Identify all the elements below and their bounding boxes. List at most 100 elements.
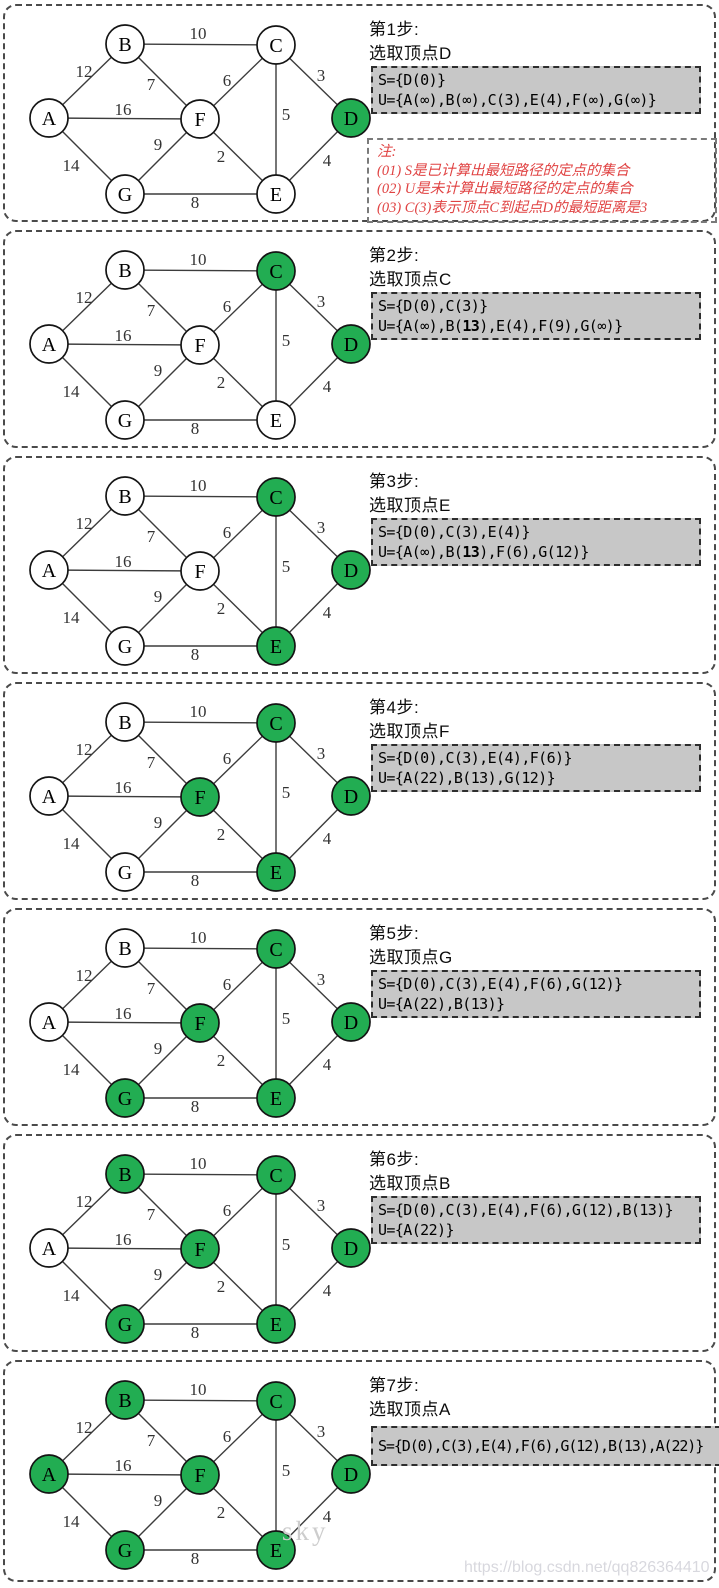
edge-weight-A-F: 16 (115, 1230, 132, 1249)
edge-weight-C-E: 5 (282, 1009, 291, 1028)
edge-weight-C-D: 3 (317, 744, 326, 763)
u-set-bold-value: 13 (462, 317, 480, 335)
vertex-label-A: A (42, 560, 57, 582)
edge-weight-A-F: 16 (115, 100, 132, 119)
vertex-label-B: B (118, 260, 131, 282)
vertex-label-B: B (118, 1390, 131, 1412)
vertex-label-A: A (42, 1464, 57, 1486)
vertex-label-D: D (344, 786, 358, 808)
edge-weight-E-G: 8 (191, 871, 200, 890)
vertex-G (105, 1078, 145, 1118)
vertex-D (331, 1228, 371, 1268)
vertex-label-F: F (194, 1013, 205, 1035)
vertex-C (256, 25, 296, 65)
vertex-label-C: C (269, 261, 282, 283)
vertex-label-E: E (270, 184, 282, 206)
edge-A-F (48, 343, 201, 346)
edge-weight-C-D: 3 (317, 1422, 326, 1441)
edge-weight-E-G: 8 (191, 193, 200, 212)
vertex-label-G: G (118, 410, 132, 432)
edge-weight-E-F: 2 (217, 1503, 226, 1522)
vertex-D (331, 1002, 371, 1042)
edge-weight-B-F: 7 (147, 75, 156, 94)
edge-weight-F-G: 9 (154, 135, 163, 154)
edge-weight-B-C: 10 (190, 476, 207, 495)
vertex-label-G: G (118, 862, 132, 884)
vertex-label-E: E (270, 1088, 282, 1110)
vertex-label-G: G (118, 1088, 132, 1110)
u-set-line: U={A(∞),B(13),E(4),F(9),G(∞)} (378, 316, 694, 336)
s-set-line: S={D(0),C(3),E(4)} (378, 523, 530, 541)
vertex-label-F: F (194, 335, 205, 357)
vertex-C (256, 251, 296, 291)
edge-weight-A-G: 14 (63, 608, 81, 627)
edge-weight-E-G: 8 (191, 419, 200, 438)
edge-weight-D-E: 4 (323, 603, 332, 622)
note-line-2: (02) U是未计算出最短路径的定点的集合 (377, 181, 633, 197)
edge-weight-D-E: 4 (323, 1507, 332, 1526)
edge-weight-A-B: 12 (76, 62, 93, 81)
vertex-E (256, 1530, 296, 1570)
note-line-3: (03) C(3)表示顶点C到起点D的最短距离是3 (377, 199, 648, 216)
vertex-label-E: E (270, 410, 282, 432)
vertex-label-D: D (344, 1012, 358, 1034)
edge-A-F (48, 795, 201, 798)
edge-weight-C-F: 6 (223, 1201, 232, 1220)
edge-weight-C-D: 3 (317, 970, 326, 989)
vertex-label-F: F (194, 1239, 205, 1261)
vertex-label-B: B (118, 34, 131, 56)
vertex-label-G: G (118, 184, 132, 206)
vertex-label-E: E (270, 1540, 282, 1562)
edge-weight-A-G: 14 (63, 156, 81, 175)
vertex-B (105, 1380, 145, 1420)
step-number: 第5步: (369, 924, 420, 943)
vertex-label-D: D (344, 334, 358, 356)
set-box: S={D(0),C(3),E(4),F(6)} U={A(22),B(13),G… (371, 744, 701, 792)
vertex-label-B: B (118, 486, 131, 508)
edge-weight-A-G: 14 (63, 834, 81, 853)
set-box: S={D(0),C(3),E(4)} U={A(∞),B(13),F(6),G(… (371, 518, 701, 566)
edge-weight-C-F: 6 (223, 523, 232, 542)
step-header: 第6步: 选取顶点B (369, 1148, 451, 1196)
vertex-C (256, 703, 296, 743)
edge-weight-E-F: 2 (217, 599, 226, 618)
edge-weight-D-E: 4 (323, 377, 332, 396)
vertex-G (105, 626, 145, 666)
edge-B-C (124, 1173, 277, 1176)
vertex-label-A: A (42, 1238, 57, 1260)
vertex-F (180, 325, 220, 365)
step-header: 第4步: 选取顶点F (369, 696, 450, 744)
u-set-prefix: U={A(22),B(13)} (378, 995, 505, 1013)
watermark-sky: sky (282, 1516, 329, 1546)
edge-weight-B-C: 10 (190, 702, 207, 721)
edge-weight-C-E: 5 (282, 105, 291, 124)
edge-weight-D-E: 4 (323, 1281, 332, 1300)
vertex-F (180, 1003, 220, 1043)
step-number: 第4步: (369, 698, 420, 717)
edge-weight-A-F: 16 (115, 778, 132, 797)
edge-weight-E-G: 8 (191, 645, 200, 664)
edge-A-F (48, 569, 201, 572)
edge-B-C (124, 1399, 277, 1402)
edge-weight-C-D: 3 (317, 292, 326, 311)
vertex-A (29, 1228, 69, 1268)
edge-weight-B-C: 10 (190, 250, 207, 269)
vertex-E (256, 626, 296, 666)
edge-weight-E-F: 2 (217, 1277, 226, 1296)
vertex-B (105, 250, 145, 290)
vertex-G (105, 1530, 145, 1570)
edge-weight-B-F: 7 (147, 527, 156, 546)
vertex-label-D: D (344, 560, 358, 582)
edge-weight-F-G: 9 (154, 361, 163, 380)
vertex-B (105, 1154, 145, 1194)
